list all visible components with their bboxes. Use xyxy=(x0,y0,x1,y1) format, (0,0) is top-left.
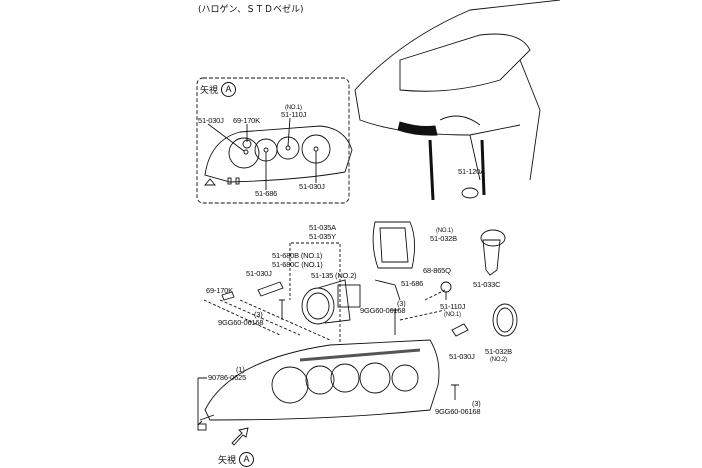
cover-no2 xyxy=(492,303,518,337)
label-part: 51-033C xyxy=(473,280,501,289)
inset-headlamp xyxy=(204,125,353,183)
view-letter-circle: A xyxy=(221,82,237,97)
inset-box xyxy=(196,77,350,204)
label-part: 51-135 (NO.2) xyxy=(311,271,357,280)
label-inset-bulb-right: 51-030J xyxy=(299,182,325,191)
car-headlamp xyxy=(397,121,438,136)
label-inset-no1: (NO.1) xyxy=(285,105,302,111)
label-note: (NO.1) xyxy=(436,228,453,234)
label-part: 90786-0625 xyxy=(208,373,247,382)
view-label-text: 矢視 xyxy=(200,86,219,96)
label-inset-bulb-bottom: 51-686 xyxy=(255,189,278,198)
label-part: 9GG60-06168 xyxy=(435,407,481,416)
label-qty: (1) xyxy=(236,365,245,374)
label-part: 9GG60-06168 xyxy=(360,306,406,315)
label-part: 51-035A xyxy=(309,223,336,232)
label-part: 68-865Q xyxy=(423,266,451,275)
label-part: 51-680B (NO.1) xyxy=(272,251,323,260)
diagram-title: (ハロゲン、ＳＴＤベゼル) xyxy=(198,5,304,15)
view-label-bottom: 矢視 A xyxy=(218,452,255,467)
label-part: 51-686 xyxy=(401,279,424,288)
label-inset-bulb-side: 69-170K xyxy=(233,116,260,125)
label-part: 51-032B xyxy=(430,234,457,243)
label-part: 51-030J xyxy=(246,269,272,278)
label-part: 51-110J xyxy=(440,302,466,311)
car-outline xyxy=(354,0,561,181)
label-part: 51-032B xyxy=(485,347,512,356)
label-qty: (3) xyxy=(397,299,406,308)
label-part: 9GG60-06168 xyxy=(218,318,264,327)
label-part: 51-680C (NO.1) xyxy=(272,260,323,269)
view-label-text: 矢視 xyxy=(218,456,237,466)
label-part: 51-030J xyxy=(449,352,475,361)
label-part: 51-035Y xyxy=(309,232,336,241)
label-inset-bulb-center: 51-110J xyxy=(281,110,307,119)
main-headlamp xyxy=(204,339,440,421)
bulb-cover-no1 xyxy=(372,221,415,269)
label-inset-bulb-left: 51-030J xyxy=(198,116,224,125)
label-part: 69-170K xyxy=(206,286,233,295)
view-letter-circle: A xyxy=(239,452,255,467)
label-note: (NO.1) xyxy=(444,312,461,318)
label-note: (NO.2) xyxy=(490,357,507,363)
label-qty: (3) xyxy=(254,310,263,319)
socket xyxy=(482,239,501,276)
label-qty: (3) xyxy=(472,399,481,408)
view-label-inset: 矢視 A xyxy=(200,82,237,97)
view-arrow xyxy=(231,427,249,446)
label-side-marker: 51-120A xyxy=(458,167,485,176)
